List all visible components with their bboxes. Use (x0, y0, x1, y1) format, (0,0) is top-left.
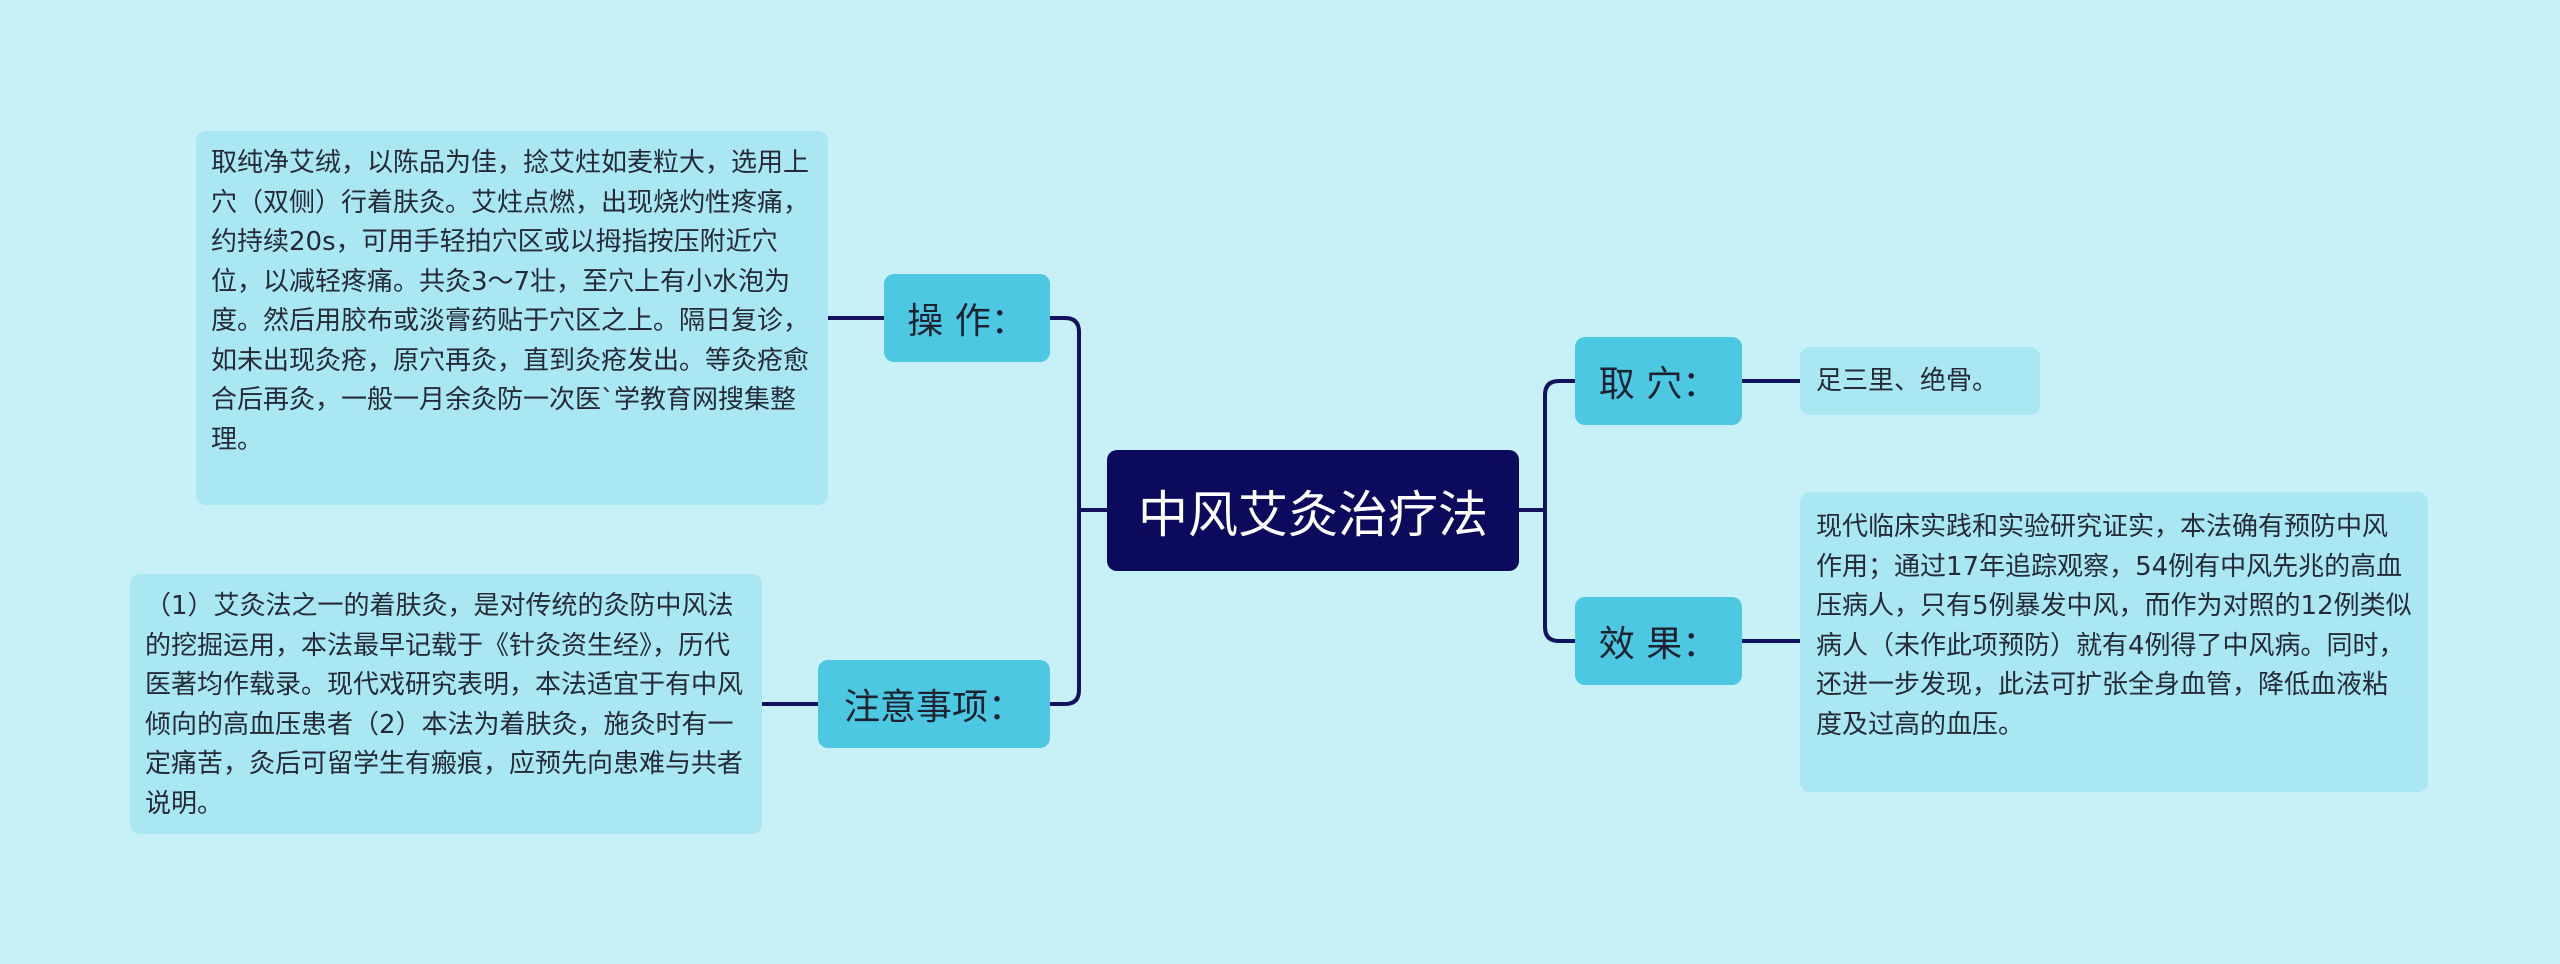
leaf-quxue-text: 足三里、绝骨。 (1816, 366, 1999, 396)
branch-caozuo-label: 操 作： (907, 301, 1027, 342)
branch-xiaoguo[interactable]: 效 果： (1575, 597, 1742, 685)
leaf-zhuyi-text: （1）艾灸法之一的着肤灸，是对传统的灸防中风法的挖掘运用，本法最早记载于《针灸资… (145, 591, 744, 819)
leaf-caozuo[interactable]: 取纯净艾绒，以陈品为佳，捻艾炷如麦粒大，选用上穴（双侧）行着肤灸。艾炷点燃，出现… (196, 131, 828, 505)
connector-to-xiaoguo (1543, 508, 1577, 643)
central-topic-title: 中风艾灸治疗法 (1138, 485, 1488, 544)
leaf-caozuo-text: 取纯净艾绒，以陈品为佳，捻艾炷如麦粒大，选用上穴（双侧）行着肤灸。艾炷点燃，出现… (211, 148, 810, 455)
connector-to-zhuyi (1048, 508, 1081, 706)
branch-zhuyi-label: 注意事项： (843, 687, 1024, 728)
branch-zhuyi[interactable]: 注意事项： (818, 660, 1050, 748)
leaf-xiaoguo-text: 现代临床实践和实验研究证实，本法确有预防中风作用；通过17年追踪观察，54例有中… (1816, 512, 2412, 740)
branch-quxue[interactable]: 取 穴： (1575, 337, 1742, 425)
leaf-quxue[interactable]: 足三里、绝骨。 (1800, 347, 2040, 415)
connector-to-caozuo (1048, 316, 1081, 512)
leaf-zhuyi[interactable]: （1）艾灸法之一的着肤灸，是对传统的灸防中风法的挖掘运用，本法最早记载于《针灸资… (130, 574, 762, 834)
branch-quxue-label: 取 穴： (1598, 364, 1719, 405)
branch-xiaoguo-label: 效 果： (1598, 624, 1719, 665)
branch-caozuo[interactable]: 操 作： (884, 274, 1050, 362)
leaf-xiaoguo[interactable]: 现代临床实践和实验研究证实，本法确有预防中风作用；通过17年追踪观察，54例有中… (1800, 492, 2428, 792)
connector-to-quxue (1543, 379, 1577, 512)
central-topic[interactable]: 中风艾灸治疗法 (1107, 450, 1519, 571)
